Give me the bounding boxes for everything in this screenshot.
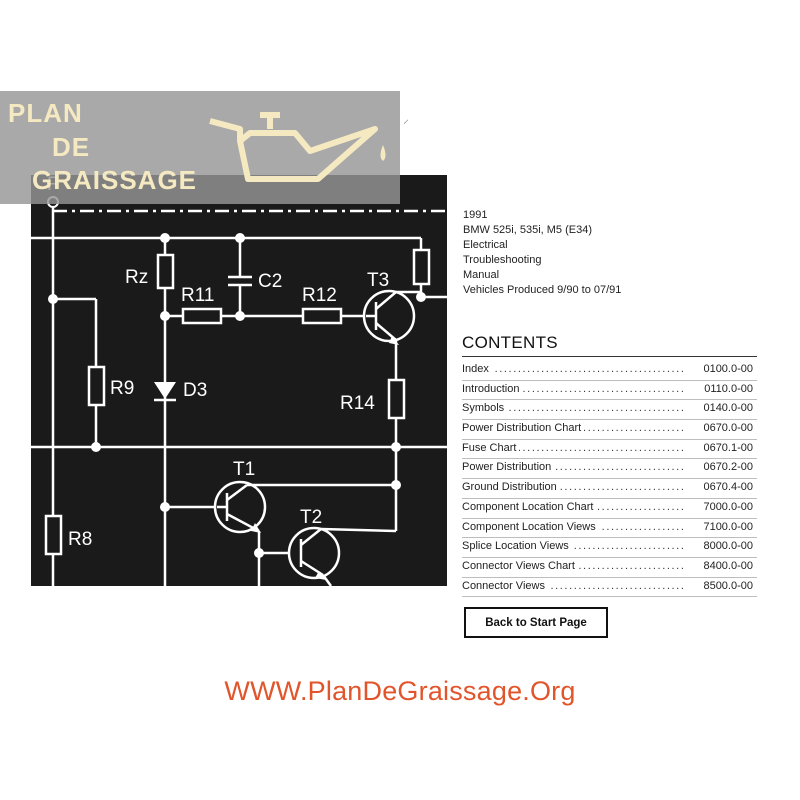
contents-item-label: Fuse Chart (462, 439, 520, 457)
header-line-3: Manual (463, 269, 500, 281)
logo-line-2: DE (52, 132, 91, 162)
contents-item-page: 0670.0-00 (701, 420, 753, 438)
contents-list: ........................................… (462, 361, 757, 598)
back-to-start-button[interactable]: Back to Start Page (464, 607, 608, 638)
label-r12: R12 (302, 285, 337, 306)
website-link[interactable]: WWW.PlanDeGraissage.Org (224, 676, 576, 706)
contents-item[interactable]: ........................................… (462, 518, 757, 539)
contents-item-label: Power Distribution Chart (462, 420, 585, 438)
label-t2: T2 (300, 507, 323, 528)
contents-item-page: 7100.0-00 (701, 518, 753, 536)
leader-dots: ........................................… (462, 402, 686, 415)
watermark-logo: PLAN DE GRAISSAGE (0, 91, 400, 204)
label-r8: R8 (68, 529, 93, 550)
schematic-wires (31, 196, 447, 586)
contents-item[interactable]: ........................................… (462, 361, 757, 381)
label-r11: R11 (181, 285, 215, 306)
contents-item-label: Component Location Views (462, 518, 599, 536)
logo-line-3: GRAISSAGE (32, 165, 198, 195)
contents-item-page: 0670.1-00 (701, 439, 753, 457)
contents-item-label: Power Distribution (462, 459, 555, 477)
contents-item-page: 0670.2-00 (701, 459, 753, 477)
contents-item-page: 0100.0-00 (701, 361, 753, 378)
contents-item-page: 0140.0-00 (701, 400, 753, 418)
label-d3: D3 (183, 380, 208, 401)
contents-item[interactable]: ........................................… (462, 498, 757, 519)
contents-item-page: 0670.4-00 (701, 479, 753, 497)
label-rz: Rz (125, 267, 149, 288)
contents-divider (462, 356, 757, 357)
contents-item-label: Component Location Chart (462, 498, 597, 516)
contents-item-label: Connector Views (462, 577, 548, 595)
logo-line-1: PLAN (8, 98, 83, 128)
contents-item-page: 8000.0-00 (701, 538, 753, 556)
leader-dots: ........................................… (462, 363, 686, 375)
contents-item-page: 8500.0-00 (701, 577, 753, 595)
contents-item[interactable]: ........................................… (462, 420, 757, 440)
header-line-2: Troubleshooting (463, 254, 542, 266)
contents-item-label: Splice Location Views (462, 538, 572, 556)
contents-item-page: 7000.0-00 (701, 498, 753, 516)
contents-item[interactable]: ........................................… (462, 400, 757, 421)
label-c2: C2 (258, 271, 283, 292)
contents-item[interactable]: ........................................… (462, 380, 757, 401)
contents-item-page: 0110.0-00 (702, 380, 753, 398)
contents-title: CONTENTS (462, 333, 558, 352)
contents-item-label: Introduction (462, 380, 523, 398)
circuit-schematic: F Rz R11 C2 R12 T3 R9 D3 R14 T1 T2 R8 (31, 175, 447, 586)
manual-header: 1991 BMW 525i, 535i, M5 (E34) Electrical… (463, 208, 621, 298)
label-r14: R14 (340, 393, 375, 414)
contents-item-page: 8400.0-00 (701, 557, 753, 575)
contents-item-label: Symbols (462, 400, 508, 418)
contents-item[interactable]: ........................................… (462, 557, 757, 578)
contents-item[interactable]: ........................................… (462, 479, 757, 499)
contents-item[interactable]: ........................................… (462, 538, 757, 558)
contents-item[interactable]: ........................................… (462, 439, 757, 460)
contents-item[interactable]: ........................................… (462, 459, 757, 480)
scan-mark: ⸝ (403, 112, 410, 126)
contents-item-label: Index (462, 361, 492, 378)
header-line-1: Electrical (463, 239, 508, 251)
header-line-4: Vehicles Produced 9/90 to 07/91 (463, 284, 622, 296)
contents-item-label: Ground Distribution (462, 479, 560, 497)
header-year: 1991 (463, 209, 488, 221)
contents-item[interactable]: ........................................… (462, 577, 757, 598)
label-r9: R9 (110, 378, 135, 399)
header-model: BMW 525i, 535i, M5 (E34) (463, 224, 592, 236)
label-t1: T1 (233, 459, 256, 480)
label-t3: T3 (367, 270, 390, 291)
contents-item-label: Connector Views Chart (462, 557, 578, 575)
oil-can-icon (209, 112, 386, 182)
